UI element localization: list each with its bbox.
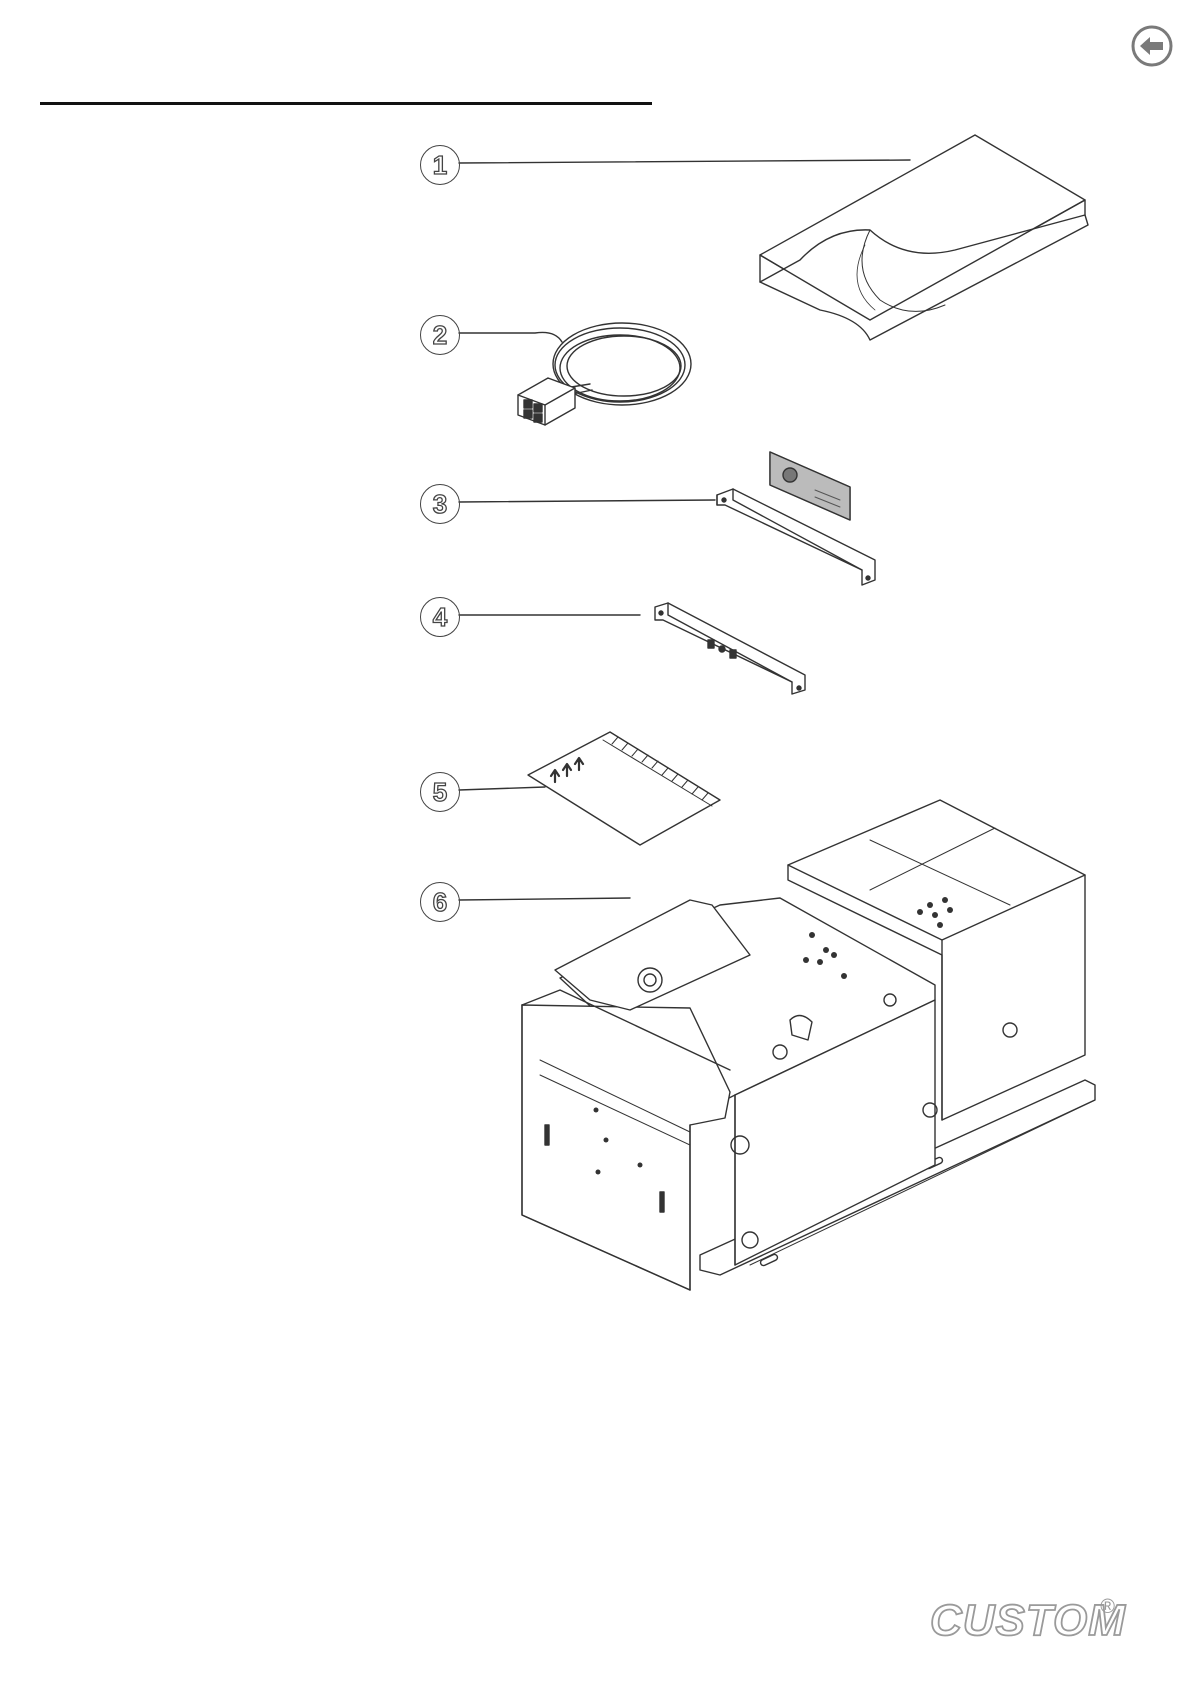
leader-line-1	[459, 160, 910, 163]
leader-line-3	[459, 500, 715, 502]
leader-line-5	[459, 787, 545, 790]
callout-4: 4	[420, 597, 460, 637]
mounting-bracket-icon	[655, 603, 805, 694]
callout-1: 1	[420, 145, 460, 185]
callout-2: 2	[420, 315, 460, 355]
leader-line-2	[459, 332, 562, 342]
paper-sheets-icon	[760, 135, 1088, 340]
leader-line-6	[459, 898, 630, 900]
ruler-card-icon	[528, 732, 720, 845]
printer-unit-icon	[522, 800, 1095, 1290]
callout-3: 3	[420, 484, 460, 524]
custom-logo: CUSTOM ®	[930, 1596, 1115, 1650]
brand-name: CUSTOM	[930, 1596, 1126, 1646]
power-cable-icon	[518, 323, 691, 425]
callout-6: 6	[420, 882, 460, 922]
callout-5: 5	[420, 772, 460, 812]
mounting-bracket-with-label-icon	[717, 452, 875, 585]
registered-mark: ®	[1100, 1596, 1115, 1619]
